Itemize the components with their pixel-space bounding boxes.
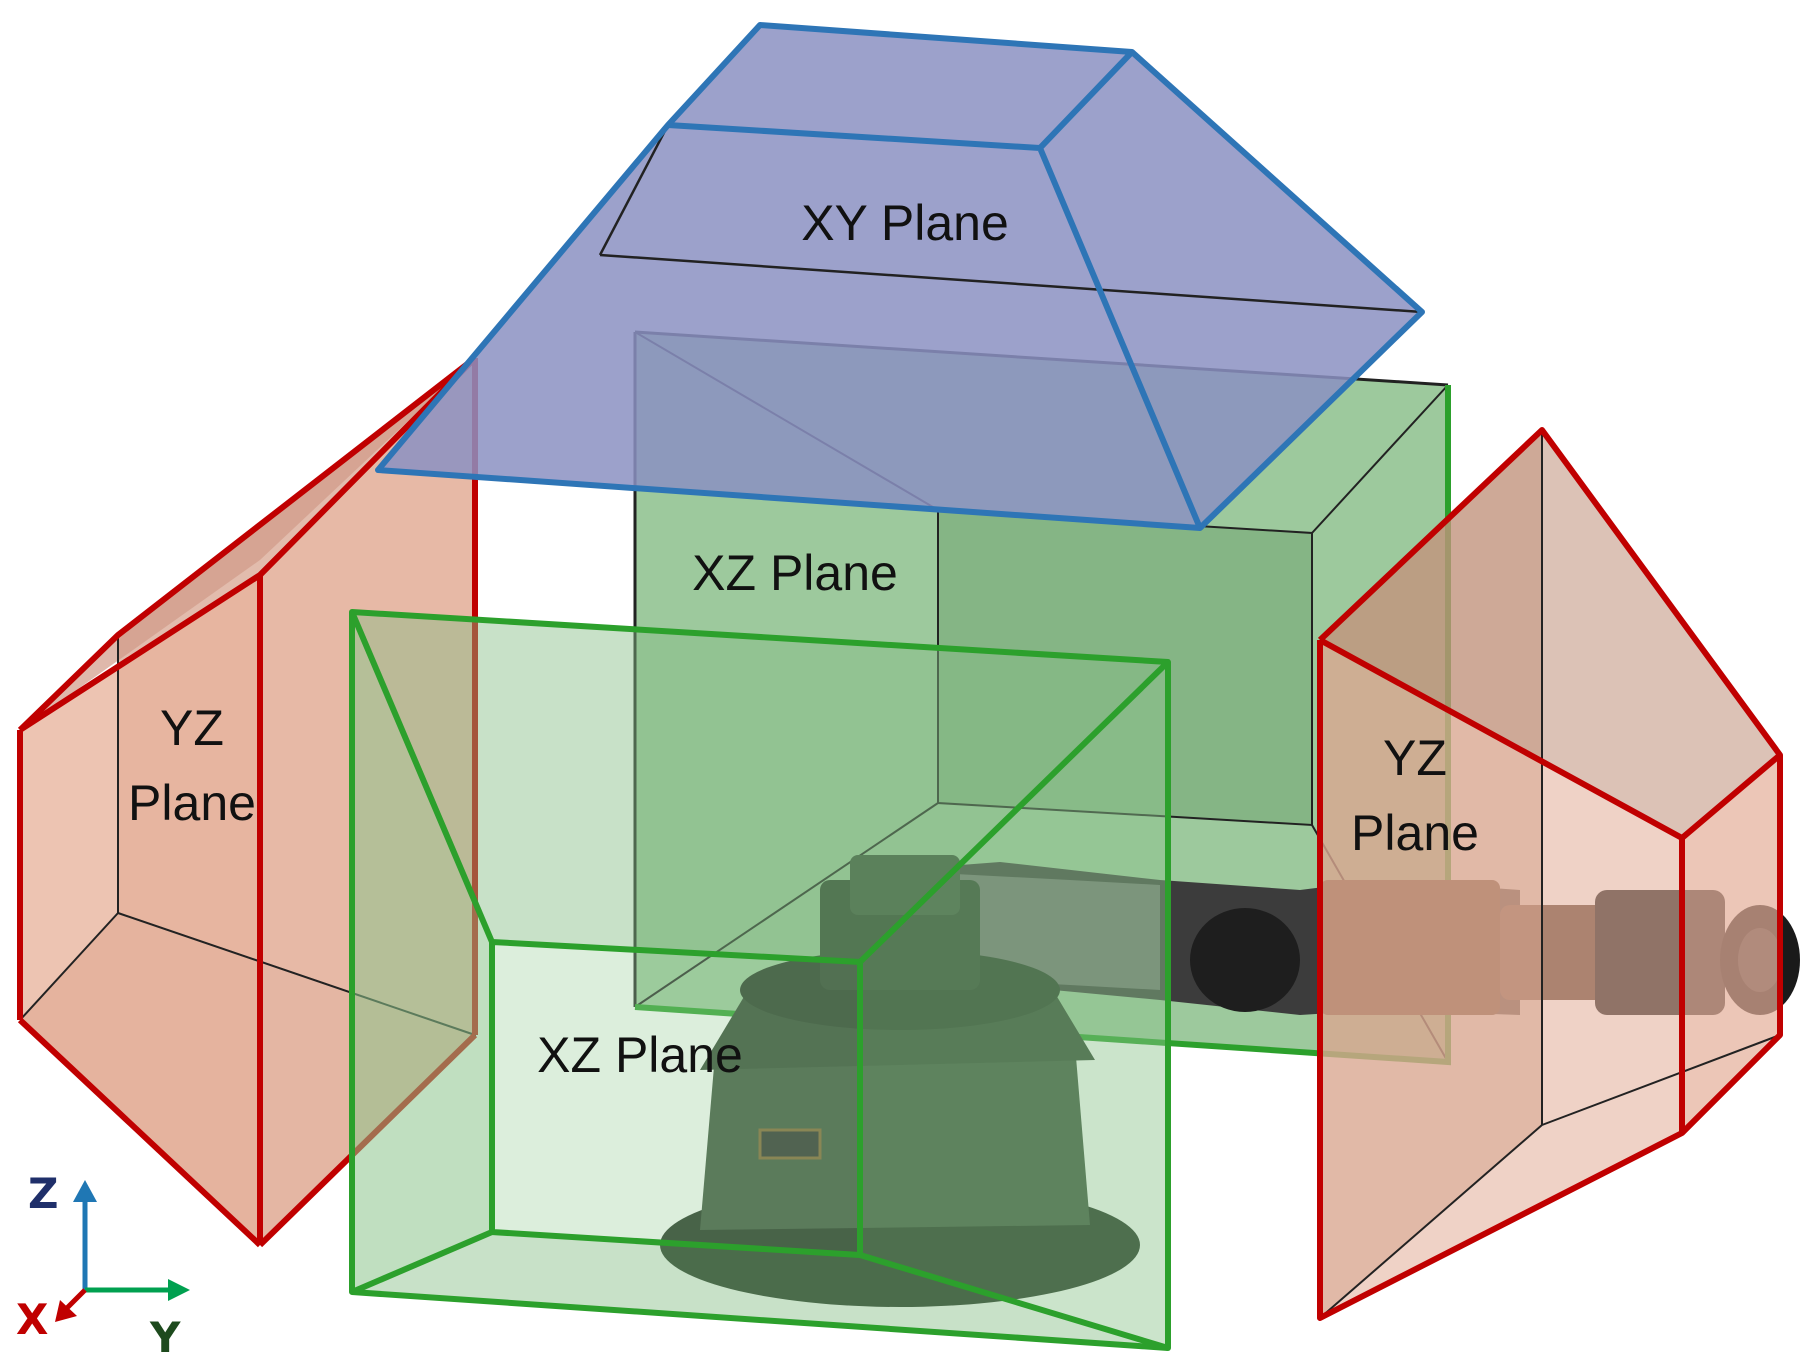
xy-plane-label: XY Plane [801, 195, 1009, 251]
xz-front-right-face [860, 662, 1168, 1348]
x-arrowhead-icon [55, 1300, 77, 1322]
xz-front-left-face [352, 612, 492, 1292]
xz-plane-back [633, 330, 1451, 1066]
yz-left-near-face [20, 575, 260, 1245]
yz-plane-left-label-line1: YZ [160, 700, 224, 756]
yz-plane-right-label-line2: Plane [1351, 805, 1479, 861]
x-axis-arrow [63, 1288, 87, 1312]
xz-plane-front [349, 609, 1171, 1351]
yz-left-top-face [20, 358, 475, 730]
z-axis-label: Z [28, 1169, 58, 1218]
y-arrowhead-icon [168, 1279, 190, 1301]
yz-right-front-face [1320, 640, 1682, 1318]
xz-plane-back-label: XZ Plane [692, 545, 898, 601]
yz-plane-left-label-line2: Plane [128, 775, 256, 831]
xz-front-top-face [352, 612, 1168, 962]
xy-plane [375, 22, 1425, 531]
robot-base [660, 855, 1140, 1307]
yz-plane-right [1317, 427, 1783, 1321]
x-axis-label: X [16, 1295, 48, 1344]
xz-front-back-face [492, 942, 860, 1255]
xz-front-bottom-face [352, 1232, 1168, 1348]
yz-right-near-face [1682, 755, 1780, 1133]
yz-plane-right-label-line1: YZ [1383, 730, 1447, 786]
coordinate-axes: Z X Y [16, 1169, 190, 1362]
y-axis-label: Y [149, 1313, 181, 1362]
xz-plane-front-label: XZ Plane [537, 1027, 743, 1083]
z-arrowhead-icon [73, 1180, 97, 1202]
